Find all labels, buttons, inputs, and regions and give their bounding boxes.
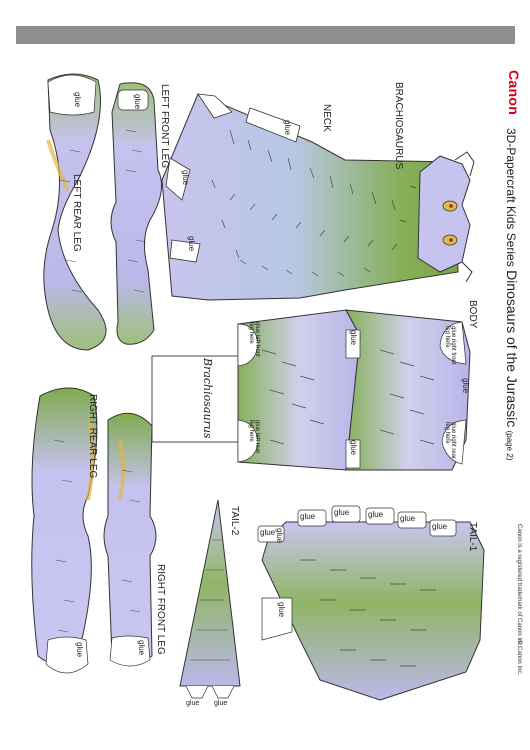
- series-text: 3D-Papercraft Kids Series: [504, 128, 518, 267]
- glue-tab-label: glue: [275, 528, 284, 544]
- glue-tab-label: glue: [461, 378, 470, 394]
- glue-tab-label: glue: [75, 642, 84, 658]
- body-glue-note: glue right front leg here: [444, 326, 456, 365]
- tail-1-part: [257, 505, 485, 701]
- trademark-note: Canon is a registered trademark of Canon…: [516, 524, 522, 648]
- tail2-glue-tab-label: glue: [214, 700, 228, 707]
- right-rear-leg-label: RIGHT REAR LEG: [87, 394, 98, 479]
- left-front-leg-label: LEFT FRONT LEG: [159, 84, 170, 169]
- body-label: BODY: [467, 300, 478, 329]
- left-rear-leg-label: LEFT REAR LEG: [71, 174, 82, 252]
- tail-glue-tab-label: glue: [400, 514, 416, 523]
- right-front-leg-part: [103, 412, 157, 667]
- model-name-label: BRACHIOSAURUS: [393, 82, 404, 170]
- copyright-note: © Canon Inc.: [516, 640, 522, 676]
- tail-1-label: TAIL-1: [467, 522, 478, 552]
- left-rear-leg-part: [43, 73, 107, 351]
- tail-glue-tab-label: glue: [300, 512, 316, 521]
- sheet-title: Dinosaurs of the Jurassic: [504, 270, 520, 428]
- body-part: [151, 309, 471, 471]
- glue-tab-label: glue: [137, 640, 146, 656]
- page-note: (page 2): [505, 430, 514, 461]
- tail-glue-tab-label: glue: [260, 528, 276, 537]
- glue-tab-label: glue: [133, 94, 142, 110]
- neck-label: NECK: [321, 104, 332, 132]
- glue-tab-label: glue: [181, 170, 190, 186]
- tail-glue-tab-label: glue: [432, 522, 448, 531]
- glue-tab-label: glue: [283, 120, 292, 136]
- body-signature: Brachiosaurus: [201, 358, 214, 439]
- page-header-title: 3D-Papercraft Kids Series Dinosaurs of t…: [504, 128, 520, 460]
- glue-tab-label: glue: [187, 236, 196, 252]
- top-gray-bar: [16, 26, 515, 44]
- right-front-leg-label: RIGHT FRONT LEG: [155, 564, 166, 655]
- glue-tab-label: glue: [349, 440, 358, 456]
- neck-part: [161, 93, 475, 301]
- tail-2-label: TAIL-2: [229, 506, 240, 536]
- left-front-leg-part: [110, 82, 163, 345]
- tail-glue-tab-label: glue: [368, 510, 384, 519]
- tail2-glue-tab-label: glue: [186, 700, 200, 707]
- body-glue-note: glue right rear leg here: [444, 422, 456, 460]
- right-rear-leg-part: [31, 387, 98, 674]
- body-glue-note: glue left front leg here: [248, 322, 260, 357]
- tail-glue-tab-label: glue: [334, 508, 350, 517]
- tail-2-part: [179, 499, 241, 699]
- glue-tab-label: glue: [73, 92, 82, 108]
- glue-tab-label: glue: [277, 602, 286, 618]
- glue-tab-label: glue: [349, 330, 358, 346]
- canon-logo: Canon: [506, 70, 522, 116]
- body-glue-note: glue left rear leg here: [248, 420, 260, 454]
